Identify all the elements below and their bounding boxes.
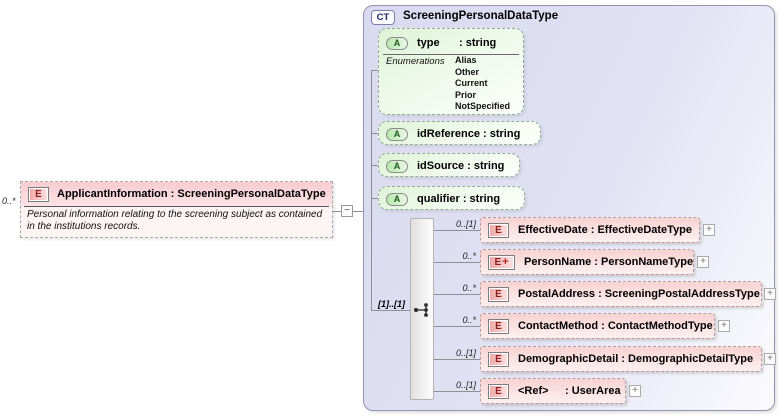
element-cardinality: 0..* xyxy=(462,315,476,325)
element-icon: E xyxy=(488,351,509,367)
enumerations-list: Alias Other Current Prior NotSpecified xyxy=(455,55,510,113)
element-icon: E xyxy=(28,186,49,202)
attribute-icon: A xyxy=(386,36,408,50)
complex-type-title: ScreeningPersonalDataType xyxy=(403,10,559,22)
attribute-icon: A xyxy=(386,127,408,141)
element-label: PostalAddress : ScreeningPostalAddressTy… xyxy=(518,288,760,300)
element-icon: E xyxy=(488,383,509,399)
attribute-idreference[interactable]: A idReference : string xyxy=(378,121,541,145)
complex-type-icon: CT xyxy=(371,10,395,25)
enum-value: Alias xyxy=(455,55,477,65)
trunk-line xyxy=(371,70,372,311)
expand-toggle[interactable]: + xyxy=(764,288,776,300)
element-label: EffectiveDate : EffectiveDateType xyxy=(518,224,693,236)
element-icon: E xyxy=(488,222,509,238)
sequence-bar[interactable] xyxy=(410,218,434,400)
connector-line xyxy=(353,211,372,212)
branch-line xyxy=(434,230,480,231)
attribute-label: qualifier : string xyxy=(417,193,501,205)
collapse-toggle[interactable]: − xyxy=(341,205,353,217)
element-name: <Ref> xyxy=(518,385,549,397)
expand-toggle[interactable]: + xyxy=(764,353,776,365)
enum-value: NotSpecified xyxy=(455,101,511,112)
divider xyxy=(383,54,519,55)
divider xyxy=(24,206,329,207)
branch-line xyxy=(371,70,378,71)
attribute-datatype: : string xyxy=(459,37,497,49)
enumerations-label: Enumerations xyxy=(386,56,445,67)
attribute-icon: A xyxy=(386,192,408,206)
attribute-idsource[interactable]: A idSource : string xyxy=(378,153,520,177)
element-label: ContactMethod : ContactMethodType xyxy=(518,320,713,332)
element-cardinality: 0..[1] xyxy=(455,348,476,358)
element-cardinality: 0..* xyxy=(462,283,476,293)
element-icon: E xyxy=(488,318,509,334)
enum-value: Current xyxy=(455,78,488,89)
attribute-icon: A xyxy=(386,159,408,173)
enum-value: Prior xyxy=(455,89,477,100)
expand-toggle[interactable]: + xyxy=(629,385,641,397)
branch-line xyxy=(371,165,378,166)
element-datatype: : UserArea xyxy=(565,385,621,397)
element-cardinality: 0..[1] xyxy=(455,219,476,229)
element-contactmethod[interactable]: E ContactMethod : ContactMethodType xyxy=(480,313,715,339)
branch-line xyxy=(434,262,480,263)
attribute-qualifier[interactable]: A qualifier : string xyxy=(378,186,525,210)
root-cardinality: 0..* xyxy=(2,196,16,206)
element-icon: E xyxy=(488,286,509,302)
attribute-type[interactable]: A type : string xyxy=(378,28,524,115)
element-cardinality: 0..* xyxy=(462,251,476,261)
sequence-icon xyxy=(413,303,428,317)
expand-toggle[interactable]: + xyxy=(718,320,730,332)
element-effectivedate[interactable]: E EffectiveDate : EffectiveDateType xyxy=(480,217,700,243)
branch-line xyxy=(434,391,480,392)
attribute-name: type xyxy=(417,37,440,49)
branch-line xyxy=(434,326,480,327)
element-label: DemographicDetail : DemographicDetailTyp… xyxy=(518,353,754,365)
element-description: Personal information relating to the scr… xyxy=(27,209,323,232)
element-label: PersonName : PersonNameType xyxy=(524,256,694,268)
element-ref[interactable]: E <Ref> : UserArea xyxy=(480,378,626,404)
element-personname[interactable]: E+ PersonName : PersonNameType xyxy=(480,249,694,275)
expand-toggle[interactable]: + xyxy=(703,224,715,236)
sequence-cardinality: [1]..[1] xyxy=(378,299,405,309)
branch-line xyxy=(371,133,378,134)
element-demographicdetail[interactable]: E DemographicDetail : DemographicDetailT… xyxy=(480,346,762,372)
branch-line xyxy=(434,359,480,360)
expand-toggle[interactable]: + xyxy=(697,256,709,268)
element-postaladdress[interactable]: E PostalAddress : ScreeningPostalAddress… xyxy=(480,281,762,307)
element-with-children-icon: E+ xyxy=(488,254,515,270)
enum-value: Other xyxy=(455,66,480,77)
element-cardinality: 0..[1] xyxy=(455,380,476,390)
attribute-label: idReference : string xyxy=(417,128,521,140)
attribute-label: idSource : string xyxy=(417,160,505,172)
branch-line xyxy=(434,294,480,295)
element-applicant-information[interactable]: E ApplicantInformation : ScreeningPerson… xyxy=(20,181,333,238)
branch-line xyxy=(371,310,410,311)
connector-line xyxy=(333,211,341,212)
branch-line xyxy=(371,198,378,199)
element-header: E ApplicantInformation : ScreeningPerson… xyxy=(21,182,332,206)
element-title: ApplicantInformation : ScreeningPersonal… xyxy=(57,188,326,200)
